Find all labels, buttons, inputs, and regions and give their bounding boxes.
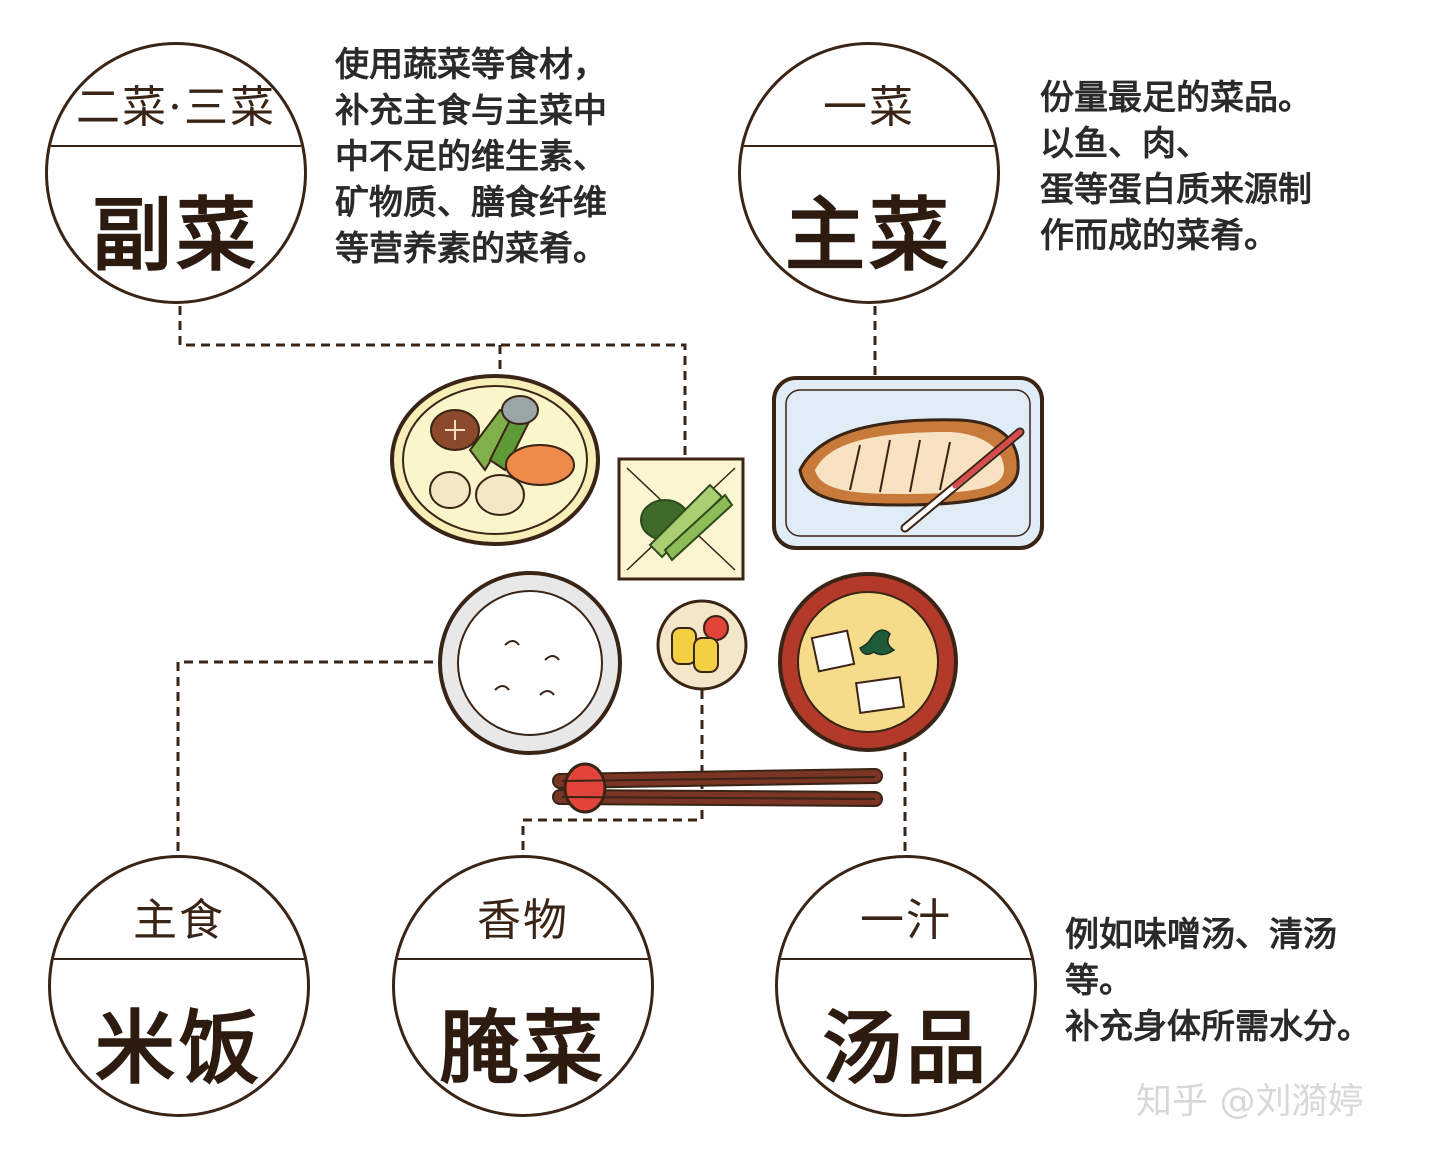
soup-circle: 一汁 汤品 <box>775 855 1037 1117</box>
greens-plate <box>617 457 745 581</box>
side-dish-circle: 二菜·三菜 副菜 <box>45 42 307 304</box>
main-dish-circle: 一菜 主菜 <box>738 42 1000 304</box>
staple-circle: 主食 米饭 <box>48 855 310 1117</box>
connector-side-dish <box>178 306 687 462</box>
miso-soup-bowl <box>778 572 958 752</box>
rice-bowl <box>438 571 622 755</box>
connector-staple <box>176 660 448 858</box>
main-dish-top-label: 一菜 <box>741 45 997 147</box>
simmered-vegetables-bowl <box>390 374 600 546</box>
pickles-dish <box>656 599 748 691</box>
soup-main-label: 汤品 <box>822 1001 990 1095</box>
main-dish-description: 份量最足的菜品。 以鱼、肉、 蛋等蛋白质来源制 作而成的菜肴。 <box>1040 78 1312 256</box>
chopsticks <box>552 762 883 814</box>
side-dish-top-label: 二菜·三菜 <box>48 45 304 147</box>
pickles-circle: 香物 腌菜 <box>392 855 654 1117</box>
pickles-top-label: 香物 <box>395 858 651 960</box>
connector-pickles <box>521 690 704 868</box>
side-dish-main-label: 副菜 <box>92 188 260 282</box>
staple-main-label: 米饭 <box>95 1001 263 1095</box>
watermark: 知乎 @刘漪婷 <box>1136 1081 1364 1122</box>
soup-description: 例如味噌汤、清汤 等。 补充身体所需水分。 <box>1065 915 1371 1047</box>
connector-lines <box>176 306 907 868</box>
grilled-fish-tray <box>772 376 1044 550</box>
staple-top-label: 主食 <box>51 858 307 960</box>
pickles-main-label: 腌菜 <box>439 1001 607 1095</box>
side-dish-description: 使用蔬菜等食材， 补充主食与主菜中 中不足的维生素、 矿物质、膳食纤维 等营养素… <box>335 45 607 269</box>
main-dish-main-label: 主菜 <box>785 188 953 282</box>
soup-top-label: 一汁 <box>778 858 1034 960</box>
